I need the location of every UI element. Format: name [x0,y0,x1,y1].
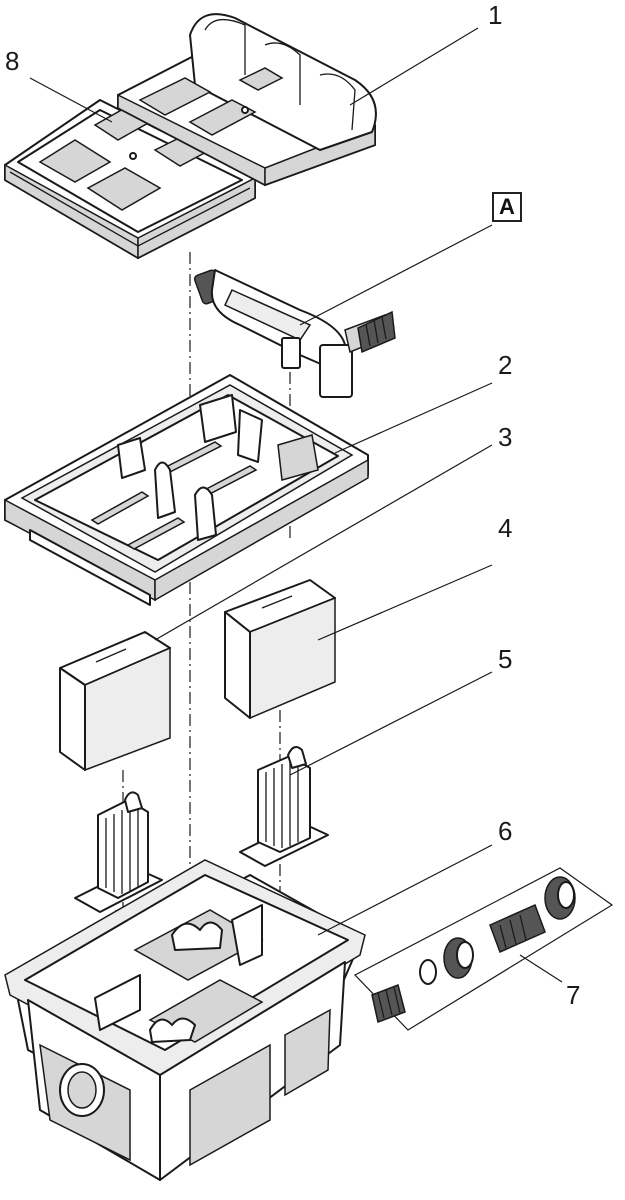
part-a-uvc-clarifier [193,269,396,398]
callout-1: 1 [488,0,503,30]
part-1-lid [117,13,377,187]
callout-a: A [492,192,522,222]
part-5-foam-holder-left [74,791,163,913]
callout-8: 8 [5,46,20,76]
callout-4: 4 [498,513,513,543]
part-3-filter-foam [59,631,171,772]
union-nut-middle [443,937,474,979]
part-4-filter-foam [224,579,336,720]
hose-tail-upper [489,903,546,954]
part-6-filter-housing [4,859,366,1181]
outlet-spigot [59,1063,105,1117]
leader-lines [29,27,563,983]
callout-7: 7 [566,980,581,1010]
seal-ring [419,959,437,985]
hose-tail-connector [357,310,396,354]
part-5-foam-holder-right [239,745,329,867]
callout-2: 2 [498,350,513,380]
callout-3: 3 [498,422,513,452]
callout-5: 5 [498,644,513,674]
part-8-lid [4,99,256,260]
part-7-hose-connector-set [354,867,614,1031]
callout-6: 6 [498,816,513,846]
hose-tail-lower [371,983,406,1024]
union-nut-upper [544,876,576,920]
part-2-tray [4,374,369,606]
